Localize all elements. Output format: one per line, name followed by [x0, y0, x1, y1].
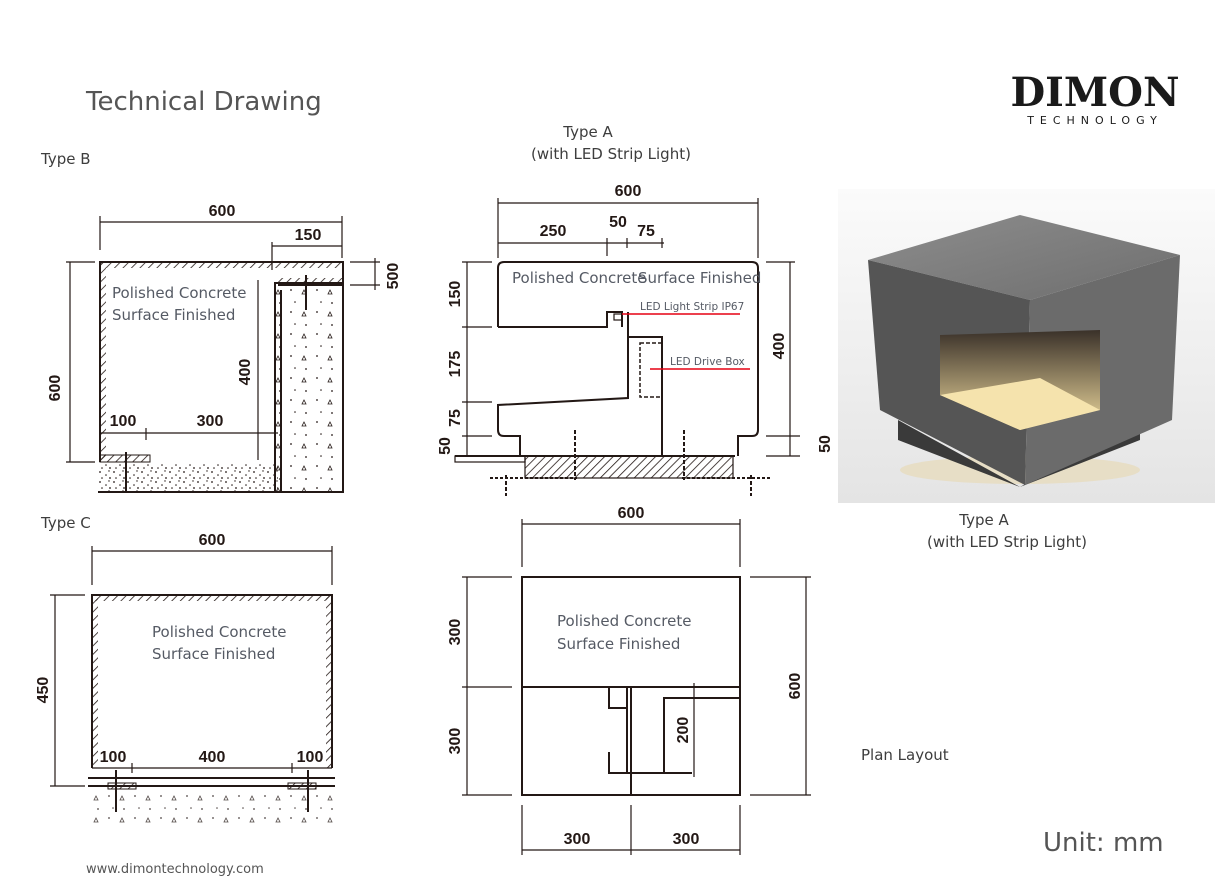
type-a-sublabel: (with LED Strip Light)	[531, 145, 691, 163]
plan-layout-label: Plan Layout	[861, 746, 949, 764]
svg-text:200: 200	[675, 717, 692, 744]
svg-text:300: 300	[447, 728, 464, 755]
photo-sublabel: (with LED Strip Light)	[927, 533, 1087, 551]
svg-text:300: 300	[197, 413, 224, 430]
type-a-drawing: Type A (with LED Strip Light) Polished C…	[437, 123, 834, 496]
plan-finish-2: Surface Finished	[557, 635, 680, 653]
dimon-logo: DIMON TECHNOLOGY	[1010, 69, 1179, 127]
type-c-finish-1: Polished Concrete	[152, 623, 286, 641]
svg-text:300: 300	[564, 831, 591, 848]
type-a-label: Type A	[562, 123, 613, 141]
led-strip-label: LED Light Strip IP67	[640, 301, 744, 313]
svg-text:300: 300	[673, 831, 700, 848]
svg-text:250: 250	[540, 223, 567, 240]
unit-label: Unit: mm	[1043, 828, 1164, 858]
type-b-drawing: Type B Polished Concrete Surface Finishe…	[40, 150, 402, 493]
type-c-drawing: Type C Polished Concrete Surface Finishe…	[35, 514, 335, 828]
svg-text:100: 100	[110, 413, 137, 430]
svg-text:50: 50	[609, 214, 627, 231]
svg-text:75: 75	[637, 223, 655, 240]
website-link[interactable]: www.dimontechnology.com	[86, 862, 264, 877]
svg-text:600: 600	[199, 532, 226, 549]
svg-text:400: 400	[199, 749, 226, 766]
page-title: Technical Drawing	[85, 87, 322, 117]
svg-text:100: 100	[100, 749, 127, 766]
led-box-label: LED Drive Box	[670, 356, 745, 368]
type-a-finish-left: Polished Concrete	[512, 269, 646, 287]
svg-text:50: 50	[817, 435, 834, 453]
svg-text:50: 50	[437, 437, 454, 455]
svg-text:600: 600	[47, 375, 64, 402]
svg-text:175: 175	[447, 351, 464, 378]
svg-text:300: 300	[447, 619, 464, 646]
type-a-finish-right: Surface Finished	[638, 269, 761, 287]
svg-text:150: 150	[295, 227, 322, 244]
plan-layout-drawing: Polished Concrete Surface Finished 600 3…	[447, 505, 811, 855]
logo-brand: DIMON	[1010, 69, 1179, 116]
type-b-finish-2: Surface Finished	[112, 306, 235, 324]
plan-finish-1: Polished Concrete	[557, 612, 691, 630]
svg-text:600: 600	[209, 203, 236, 220]
svg-text:600: 600	[618, 505, 645, 522]
logo-sub: TECHNOLOGY	[1026, 114, 1163, 127]
svg-text:75: 75	[447, 409, 464, 427]
photo-label: Type A	[958, 511, 1009, 529]
svg-text:400: 400	[771, 333, 788, 360]
type-a-product-photo	[838, 189, 1215, 503]
svg-text:600: 600	[787, 673, 804, 700]
type-b-finish-1: Polished Concrete	[112, 284, 246, 302]
type-b-label: Type B	[40, 150, 91, 168]
svg-text:450: 450	[35, 677, 52, 704]
type-c-finish-2: Surface Finished	[152, 645, 275, 663]
svg-text:400: 400	[237, 359, 254, 386]
svg-text:500: 500	[385, 263, 402, 290]
svg-text:600: 600	[615, 183, 642, 200]
type-c-label: Type C	[40, 514, 91, 532]
svg-text:100: 100	[297, 749, 324, 766]
svg-text:150: 150	[447, 281, 464, 308]
